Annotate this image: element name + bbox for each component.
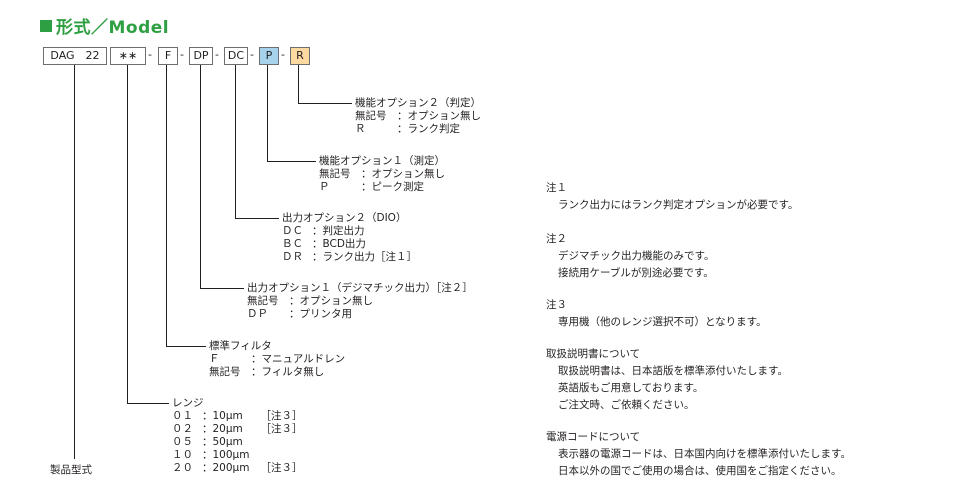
connector-line (235, 218, 279, 219)
connector-line (127, 65, 128, 404)
product-model-label: 製品型式 (50, 464, 92, 476)
connector-line (267, 65, 268, 162)
connector-line (127, 403, 169, 404)
code-separator: - (148, 48, 152, 61)
connector-line (200, 288, 244, 289)
code-box-output1: DP (189, 47, 213, 65)
code-box-range: ∗∗ (110, 47, 146, 65)
code-separator: - (215, 48, 219, 61)
code-box-output2: DC (224, 47, 248, 65)
connector-line (267, 161, 316, 162)
code-separator: - (281, 48, 285, 61)
code-box-function1: P (259, 47, 279, 65)
connector-line (200, 65, 201, 289)
power-cord-note: 電源コードについて表示器の電源コードは、日本国内向けを標準添付いたします。日本以… (546, 431, 851, 477)
square-bullet-icon (40, 20, 52, 32)
code-separator: - (180, 48, 184, 61)
connector-line (298, 65, 299, 104)
connector-line (235, 65, 236, 219)
code-separator: - (250, 48, 254, 61)
connector-line (74, 65, 75, 459)
connector-line (166, 346, 206, 347)
code-box-dag22: DAG 22 (43, 47, 107, 65)
page-title: 形式／Model (40, 13, 169, 38)
code-box-filter: F (158, 47, 178, 65)
manual-note: 取扱説明書について取扱説明書は、日本語版を標準添付いたします。英語版もご用意して… (546, 348, 788, 411)
code-box-function2: R (290, 47, 310, 65)
connector-line (298, 103, 352, 104)
connector-line (166, 65, 167, 347)
